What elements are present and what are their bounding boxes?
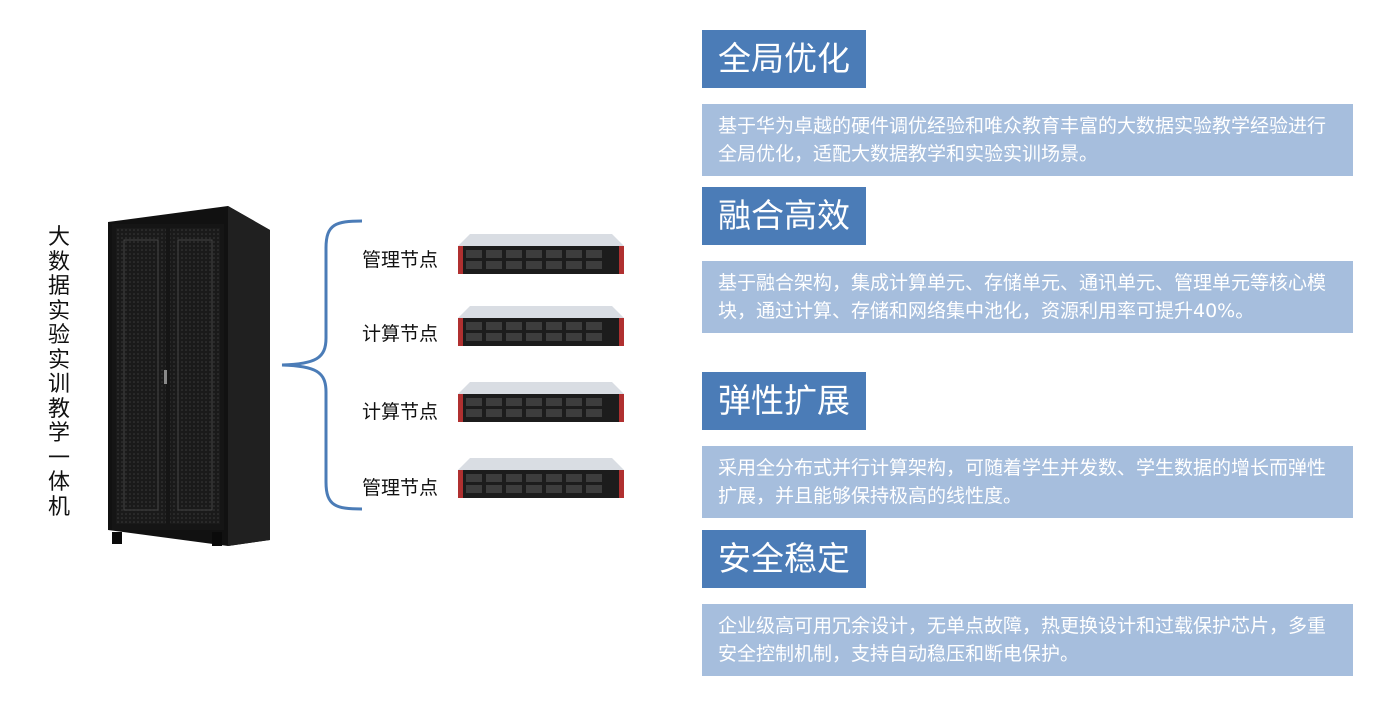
- feature-desc-elastic-scaling: 采用全分布式并行计算架构，可随着学生并发数、学生数据的增长而弹性扩展，并且能够保…: [702, 446, 1353, 518]
- product-title: 大数据实验实训教学一体机: [47, 225, 70, 520]
- feature-desc-global-optimization: 基于华为卓越的硬件调优经验和唯众教育丰富的大数据实验教学经验进行全局优化，适配大…: [702, 104, 1353, 176]
- node-label-3: 计算节点: [362, 401, 439, 423]
- node-label-1: 管理节点: [362, 249, 439, 271]
- feature-title-security-stability: 安全稳定: [702, 530, 866, 588]
- feature-desc-security-stability: 企业级高可用冗余设计，无单点故障，热更换设计和过载保护芯片，多重安全控制机制，支…: [702, 604, 1353, 676]
- feature-title-global-optimization: 全局优化: [702, 30, 866, 88]
- node-label-4: 管理节点: [362, 477, 439, 499]
- rack-server-icon: [458, 306, 624, 346]
- rack-server-icon: [458, 234, 624, 274]
- rack-server-icon: [458, 458, 624, 498]
- server-rack-icon: [108, 206, 270, 546]
- feature-desc-fusion-efficiency: 基于融合架构，集成计算单元、存储单元、通讯单元、管理单元等核心模块，通过计算、存…: [702, 261, 1353, 333]
- feature-title-fusion-efficiency: 融合高效: [702, 187, 866, 245]
- node-label-2: 计算节点: [362, 323, 439, 345]
- feature-title-elastic-scaling: 弹性扩展: [702, 372, 866, 430]
- rack-server-icon: [458, 382, 624, 422]
- bracket-connector: [281, 219, 363, 511]
